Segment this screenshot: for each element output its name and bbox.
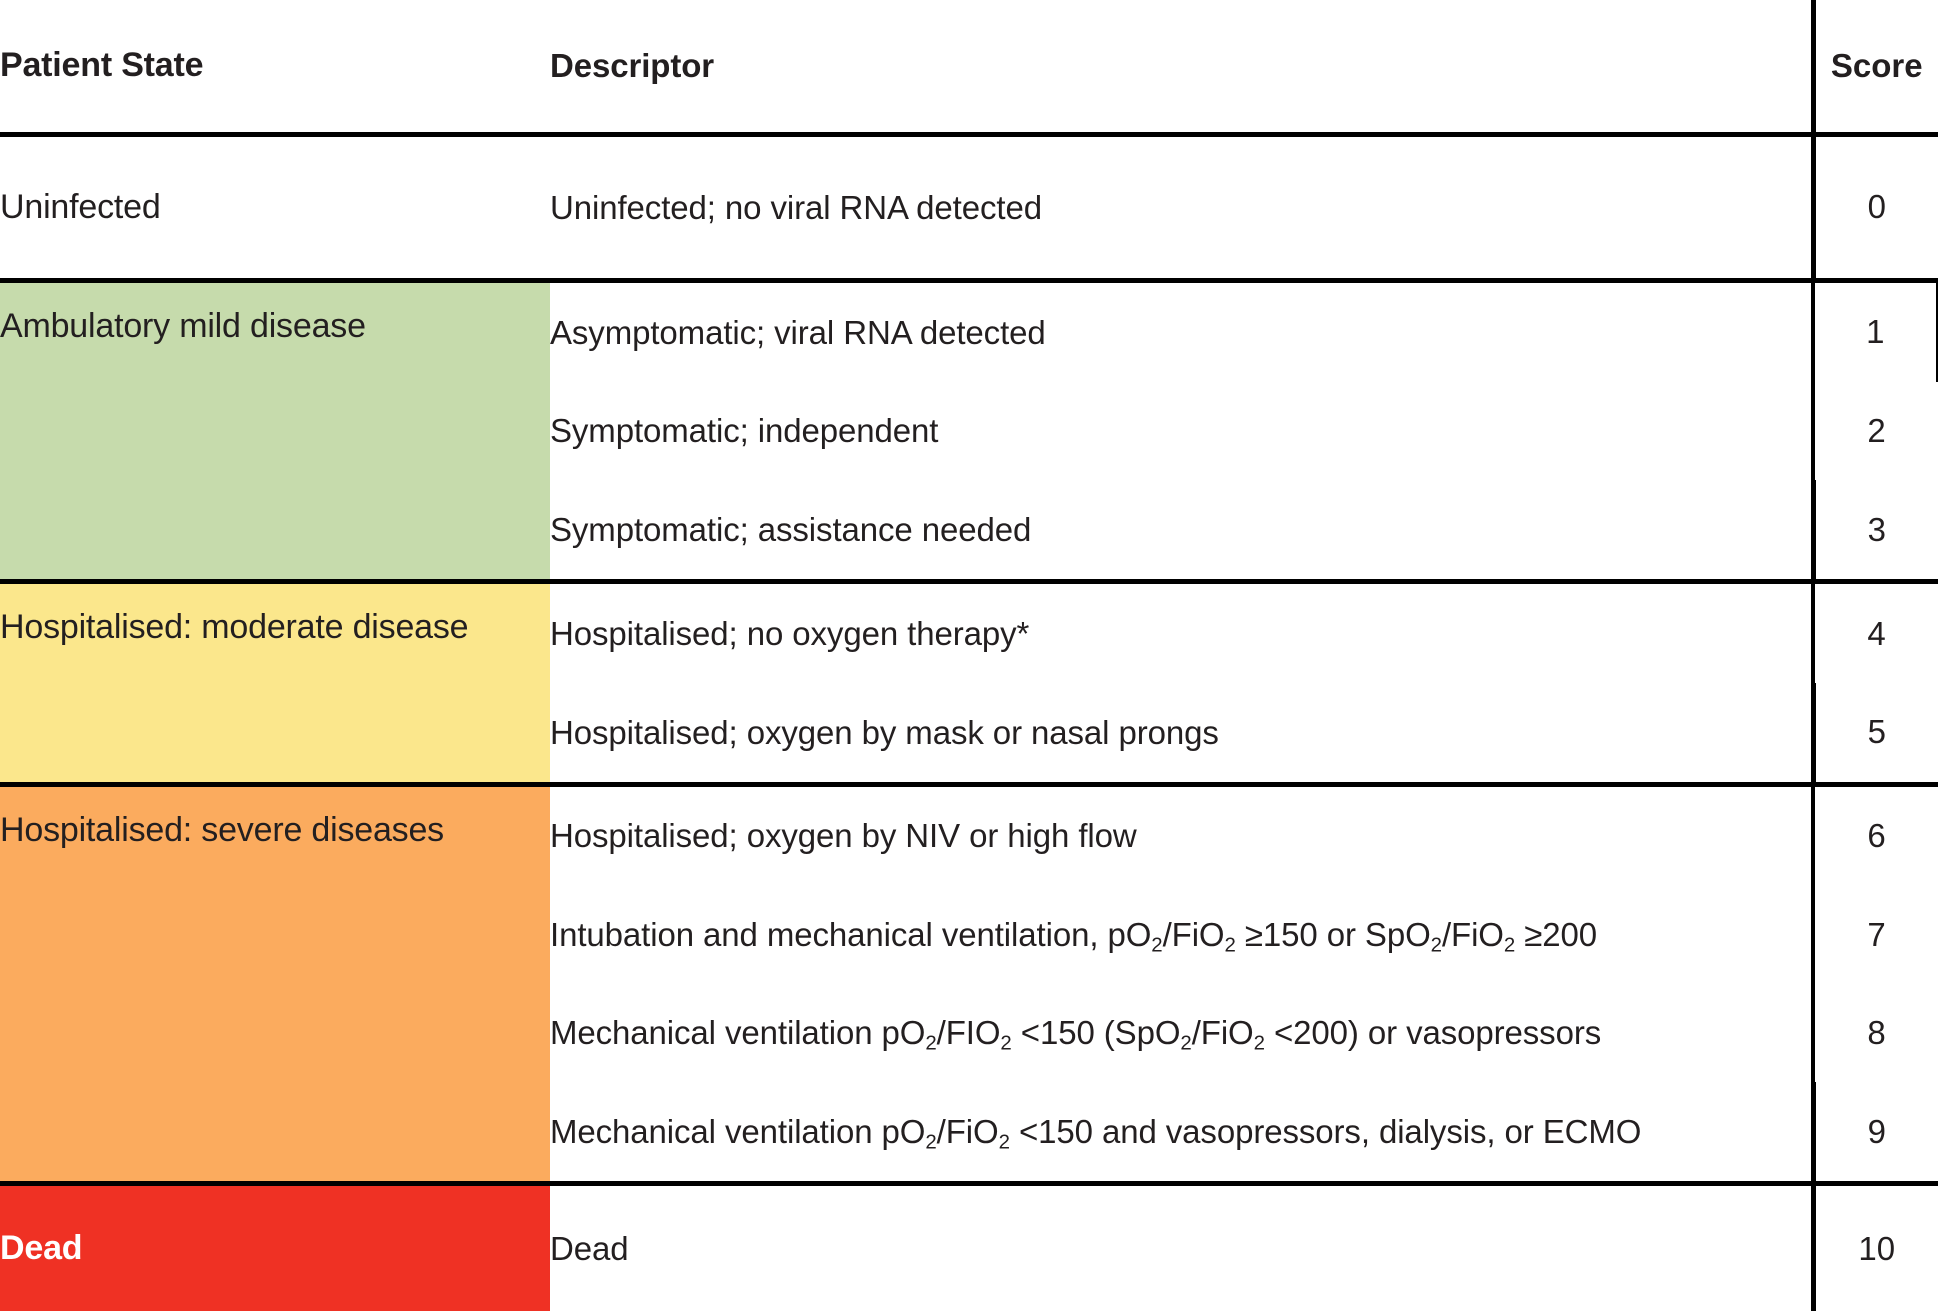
state-cell-uninfected: Uninfected <box>0 134 550 284</box>
score-cell-3: 3 <box>1811 480 1938 585</box>
desc-part: Mechanical ventilation pO <box>550 1014 926 1052</box>
subscript: 2 <box>998 1130 1010 1154</box>
desc-part: /FiO <box>1441 916 1504 954</box>
score-cell-0: 0 <box>1813 134 1938 284</box>
desc-part: /FIO <box>936 1014 1001 1052</box>
subscript: 2 <box>925 1130 937 1154</box>
subscript: 2 <box>1151 933 1163 957</box>
state-cell-ambulatory-mild-disease: Ambulatory mild disease <box>0 280 550 585</box>
subscript: 2 <box>1224 933 1236 957</box>
desc-part: <150 (SpO <box>1011 1014 1181 1052</box>
descriptor-cell-6: Hospitalised; oxygen by NIV or high flow <box>550 817 1137 855</box>
table-row: Mechanical ventilation pO2/FiO2 <150 and… <box>0 1082 1938 1187</box>
descriptor-cell-2: Symptomatic; independent <box>550 412 939 450</box>
descriptor-cell-8: Mechanical ventilation pO2/FIO2 <150 (Sp… <box>550 984 1813 1082</box>
descriptor-cell-7: Intubation and mechanical ventilation, p… <box>550 886 1813 984</box>
table-row: Mechanical ventilation pO2/FIO2 <150 (Sp… <box>0 984 1938 1083</box>
score-cell-1: 1 <box>1811 280 1938 382</box>
desc-part: Mechanical ventilation pO <box>550 1113 926 1151</box>
column-header-descriptor: Descriptor <box>550 0 1816 137</box>
descriptor-cell-0: Uninfected; no viral RNA detected <box>550 134 1816 284</box>
desc-part: /FiO <box>1191 1014 1254 1052</box>
descriptor-text-7: Intubation and mechanical ventilation, p… <box>550 916 1597 955</box>
descriptor-cell-5: Hospitalised; oxygen by mask or nasal pr… <box>550 682 1816 787</box>
subscript: 2 <box>1180 1032 1192 1056</box>
table-row: Symptomatic; assistance needed 3 <box>0 480 1938 585</box>
subscript: 2 <box>925 1032 937 1056</box>
table-header-row: Patient State Descriptor Score <box>0 0 1938 137</box>
state-cell-dead: Dead <box>0 1183 550 1311</box>
descriptor-cell-1: Asymptomatic; viral RNA detected <box>550 313 1046 351</box>
table-row: Intubation and mechanical ventilation, p… <box>0 885 1938 985</box>
score-cell-9: 9 <box>1811 1082 1938 1187</box>
desc-part: <200) or vasopressors <box>1264 1014 1602 1052</box>
descriptor-cell-10: Dead <box>550 1183 1816 1311</box>
column-header-score: Score <box>1813 0 1938 137</box>
state-cell-hospitalised-moderate-disease: Hospitalised: moderate disease <box>0 581 550 787</box>
desc-part: <150 and vasopressors, dialysis, or ECMO <box>1009 1113 1642 1151</box>
column-header-patient-state: Patient State <box>0 0 550 137</box>
subscript: 2 <box>1503 933 1516 957</box>
descriptor-text-8: Mechanical ventilation pO2/FIO2 <150 (Sp… <box>550 1014 1602 1053</box>
desc-part: ≥150 or SpO <box>1235 916 1431 954</box>
desc-part: /FiO <box>936 1113 999 1151</box>
subscript: 2 <box>1430 933 1442 957</box>
score-cell-8: 8 <box>1811 984 1938 1083</box>
desc-part: Intubation and mechanical ventilation, p… <box>550 916 1152 954</box>
descriptor-cell-3: Symptomatic; assistance needed <box>550 480 1816 585</box>
table-row: Hospitalised; oxygen by mask or nasal pr… <box>0 682 1938 787</box>
score-cell-2: 2 <box>1811 381 1938 481</box>
score-cell-5: 5 <box>1811 682 1938 787</box>
table-row: Ambulatory mild disease Asymptomatic; vi… <box>0 280 1938 585</box>
desc-part: ≥200 <box>1515 916 1597 954</box>
score-cell-7: 7 <box>1811 885 1938 985</box>
table-row: Hospitalised: moderate disease Hospitali… <box>0 581 1938 787</box>
table-row: Uninfected Uninfected; no viral RNA dete… <box>0 134 1938 284</box>
table-row: Dead Dead 10 <box>0 1183 1938 1311</box>
descriptor-cell-4: Hospitalised; no oxygen therapy* <box>550 614 1030 652</box>
state-cell-hospitalised-severe-diseases: Hospitalised: severe diseases <box>0 784 550 1187</box>
desc-part: /FiO <box>1162 916 1225 954</box>
subscript: 2 <box>1000 1032 1012 1056</box>
descriptor-text-9: Mechanical ventilation pO2/FiO2 <150 and… <box>550 1113 1642 1152</box>
table-row: Symptomatic; independent 2 <box>0 381 1938 481</box>
descriptor-cell-9: Mechanical ventilation pO2/FiO2 <150 and… <box>550 1082 1816 1187</box>
table-row: Hospitalised: severe diseases Hospitalis… <box>0 784 1938 1187</box>
score-cell-10: 10 <box>1811 1183 1938 1311</box>
score-cell-6: 6 <box>1811 784 1938 886</box>
subscript: 2 <box>1253 1032 1265 1056</box>
score-cell-4: 4 <box>1811 581 1938 683</box>
